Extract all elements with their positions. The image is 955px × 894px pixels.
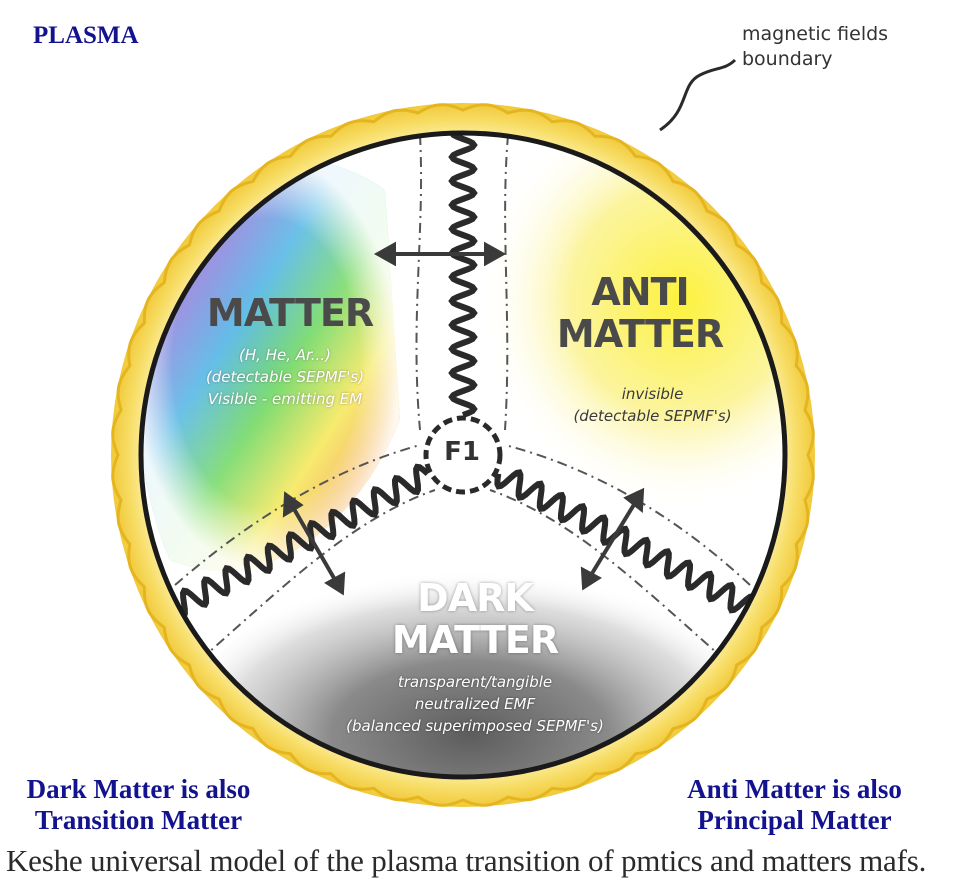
- anti-matter-line-2: (detectable SEPMF's): [540, 406, 765, 428]
- figure-caption: Keshe universal model of the plasma tran…: [6, 843, 951, 879]
- anti-matter-title-line2: MATTER: [545, 314, 735, 356]
- anti-matter-title-line1: ANTI: [545, 272, 735, 314]
- dark-matter-title-line2: MATTER: [360, 620, 590, 662]
- matter-title: MATTER: [195, 292, 385, 336]
- boundary-leader-line: [660, 60, 735, 130]
- anti-matter-note: Anti Matter is also Principal Matter: [668, 774, 921, 836]
- matter-line-1: (H, He, Ar...): [150, 345, 420, 367]
- dark-matter-description: transparent/tangible neutralized EMF (ba…: [300, 672, 650, 737]
- anti-matter-line-1: invisible: [540, 384, 765, 406]
- dark-matter-title: DARK MATTER: [360, 578, 590, 662]
- dark-matter-note-line1: Dark Matter is also: [6, 774, 271, 805]
- anti-matter-note-line1: Anti Matter is also: [668, 774, 921, 805]
- matter-line-2: (detectable SEPMF's): [150, 367, 420, 389]
- boundary-label-line1: magnetic fields: [742, 22, 888, 47]
- plasma-label: PLASMA: [33, 22, 139, 51]
- dark-matter-line-1: transparent/tangible: [300, 672, 650, 694]
- f1-label: F1: [432, 438, 492, 468]
- dark-matter-line-2: neutralized EMF: [300, 694, 650, 716]
- dark-matter-line-3: (balanced superimposed SEPMF's): [300, 716, 650, 738]
- anti-matter-note-line2: Principal Matter: [668, 805, 921, 836]
- boundary-label-line2: boundary: [742, 47, 888, 72]
- matter-line-3: Visible - emitting EM: [150, 389, 420, 411]
- anti-matter-title: ANTI MATTER: [545, 272, 735, 356]
- anti-matter-description: invisible (detectable SEPMF's): [540, 384, 765, 428]
- matter-description: (H, He, Ar...) (detectable SEPMF's) Visi…: [150, 345, 420, 410]
- dark-matter-note-line2: Transition Matter: [6, 805, 271, 836]
- boundary-label: magnetic fields boundary: [742, 22, 888, 71]
- dark-matter-title-line1: DARK: [360, 578, 590, 620]
- dark-matter-note: Dark Matter is also Transition Matter: [6, 774, 271, 836]
